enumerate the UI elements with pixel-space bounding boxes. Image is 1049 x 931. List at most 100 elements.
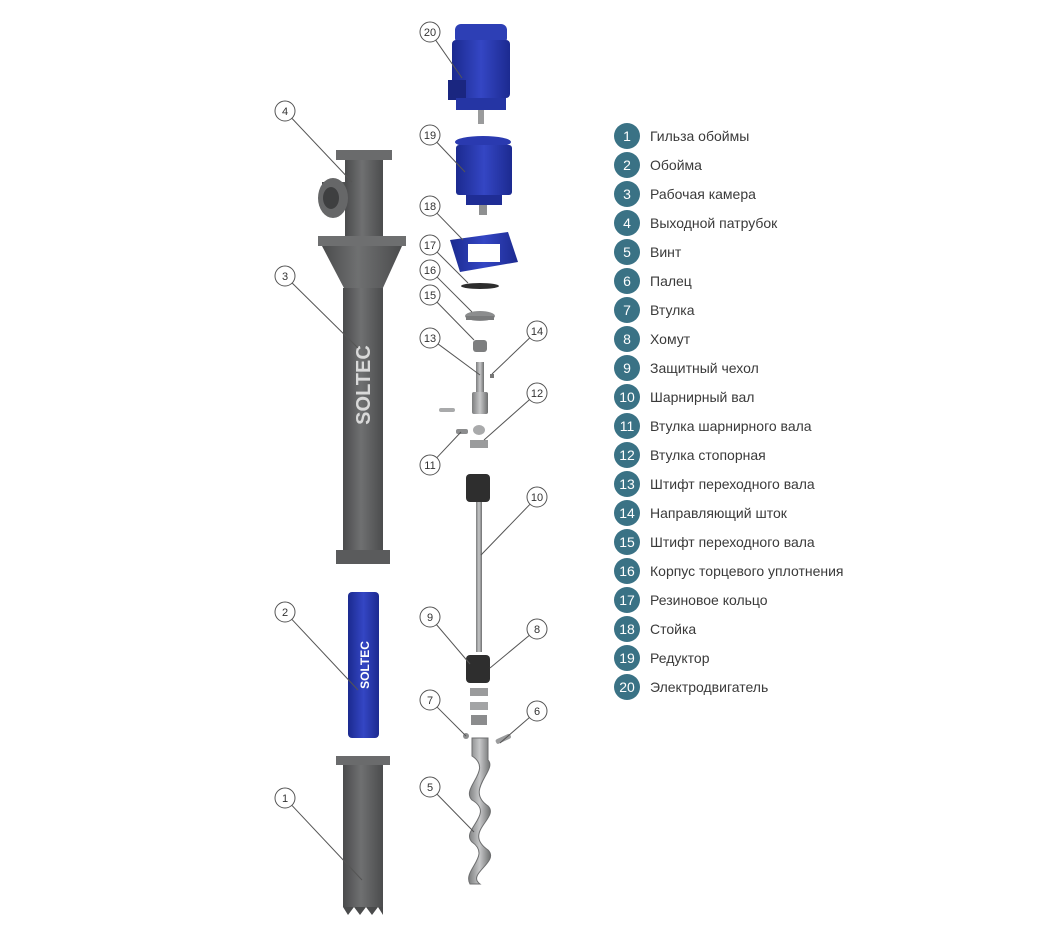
legend-number-badge: 2 — [614, 151, 640, 178]
legend-label: Палец — [650, 272, 692, 289]
legend-label: Штифт переходного вала — [650, 533, 815, 550]
transition-pin-15-part — [473, 340, 487, 352]
legend-number-badge: 11 — [614, 412, 640, 439]
legend-item: 5 Винт — [614, 237, 1034, 266]
callout-circle — [526, 486, 548, 508]
callout-number: 1 — [282, 793, 288, 805]
legend-label: Втулка стопорная — [650, 446, 766, 463]
callout-circle — [274, 601, 296, 623]
callout-number: 11 — [424, 460, 435, 472]
callout-leader-line — [499, 717, 530, 744]
callout-circle — [419, 195, 441, 217]
legend-number-badge: 19 — [614, 644, 640, 671]
legend-number-badge: 9 — [614, 354, 640, 381]
callout-leader-line — [436, 212, 464, 241]
callout-number: 14 — [531, 326, 543, 338]
transition-shaft-part — [439, 362, 488, 414]
stator-sleeve-part — [336, 756, 390, 915]
callout-number: 17 — [424, 240, 436, 252]
legend-label: Защитный чехол — [650, 359, 759, 376]
callout-circle — [419, 124, 441, 146]
callout-leader-line — [436, 251, 469, 284]
callout-number: 15 — [424, 290, 436, 302]
rotor-screw-part — [468, 737, 491, 885]
callout-circle — [526, 618, 548, 640]
callout-circle — [526, 382, 548, 404]
housing-brand-logo: SOLTEC — [353, 345, 375, 425]
callout-number: 4 — [282, 106, 288, 118]
legend-number-badge: 10 — [614, 383, 640, 410]
legend-item: 12 Втулка стопорная — [614, 440, 1034, 469]
callout-circle — [274, 787, 296, 809]
callout-circle — [526, 320, 548, 342]
legend-number-badge: 5 — [614, 238, 640, 265]
joint-bushing-part — [456, 425, 488, 448]
legend-number-badge: 17 — [614, 586, 640, 613]
stator-part: SOLTEC — [348, 592, 379, 738]
legend-label: Обойма — [650, 156, 702, 173]
legend-label: Гильза обоймы — [650, 127, 750, 144]
legend-number-badge: 14 — [614, 499, 640, 526]
callout-circle — [419, 689, 441, 711]
legend-item: 18 Стойка — [614, 614, 1034, 643]
electric-motor-part — [448, 24, 510, 124]
legend-item: 10 Шарнирный вал — [614, 382, 1034, 411]
legend-label: Шарнирный вал — [650, 388, 755, 405]
legend-number-badge: 1 — [614, 122, 640, 149]
callout-leader-line — [483, 399, 530, 441]
callout-circle — [419, 776, 441, 798]
legend-label: Направляющий шток — [650, 504, 787, 521]
callout-leader-line — [437, 343, 481, 376]
callout-number: 3 — [282, 271, 288, 283]
legend-number-badge: 18 — [614, 615, 640, 642]
callout-circle — [419, 21, 441, 43]
callout-circle — [419, 234, 441, 256]
callout-leader-line — [436, 301, 475, 341]
callout-circle — [419, 284, 441, 306]
legend-number-badge: 12 — [614, 441, 640, 468]
callout-circle — [419, 454, 441, 476]
joint-shaft-part — [466, 474, 490, 725]
legend-item: 11 Втулка шарнирного вала — [614, 411, 1034, 440]
legend-item: 19 Редуктор — [614, 643, 1034, 672]
legend-number-badge: 8 — [614, 325, 640, 352]
legend-label: Втулка шарнирного вала — [650, 417, 812, 434]
callout-leader-line — [291, 618, 359, 691]
callout-circle — [419, 606, 441, 628]
legend-label: Редуктор — [650, 649, 710, 666]
callout-number: 13 — [424, 333, 436, 345]
legend-label: Стойка — [650, 620, 697, 637]
legend-label: Винт — [650, 243, 682, 260]
legend-label: Корпус торцевого уплотнения — [650, 562, 844, 579]
callout-leader-line — [436, 141, 466, 173]
legend-item: 14 Направляющий шток — [614, 498, 1034, 527]
callout-leader-line — [436, 431, 462, 459]
callout-leader-line — [436, 276, 473, 313]
callout-leader-line — [436, 624, 471, 665]
stand-part — [450, 232, 518, 272]
working-chamber-part: SOLTEC — [318, 236, 406, 564]
rubber-ring-part — [461, 283, 499, 289]
legend-label: Выходной патрубок — [650, 214, 778, 231]
legend-number-badge: 3 — [614, 180, 640, 207]
callout-leader-line — [491, 337, 531, 375]
legend-number-badge: 7 — [614, 296, 640, 323]
callout-number: 6 — [534, 706, 540, 718]
callout-number: 18 — [424, 201, 436, 213]
callout-leader-line — [489, 635, 530, 669]
callout-leader-line — [291, 804, 363, 881]
callout-circle — [274, 265, 296, 287]
callout-number: 8 — [534, 624, 540, 636]
stator-brand-logo: SOLTEC — [358, 641, 372, 689]
legend-item: 9 Защитный чехол — [614, 353, 1034, 382]
